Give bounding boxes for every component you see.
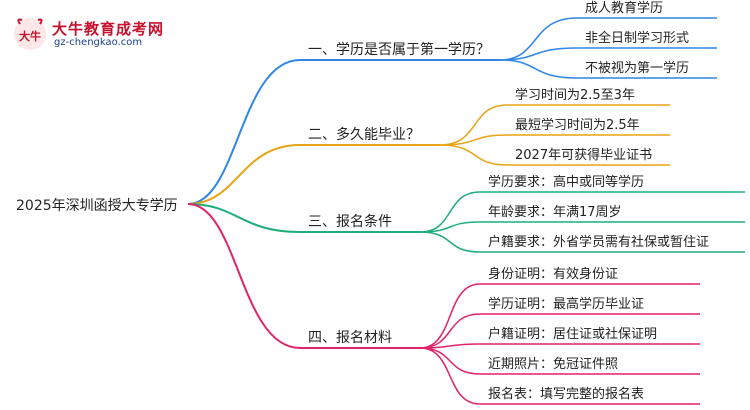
branch-3-child-1-connector (419, 191, 481, 233)
mind-map-nodes: 2025年深圳函授大专学历 一、学历是否属于第一学历？ 成人教育学历非全日制学习形式… (16, 0, 709, 402)
branch-3-child-1-label: 学历要求：高中或同等学历 (488, 174, 644, 190)
branch-4-child-1-label: 身份证明：有效身份证 (488, 266, 618, 282)
branch-1-child-1-connector (499, 17, 578, 61)
branch-2-child-1-label: 学习时间为2.5至3年 (515, 87, 635, 103)
brand-logo: 大牛 大牛教育成考网 gz-chengkao.com (12, 14, 192, 54)
logo-mark-text: 大牛 (19, 29, 41, 43)
mind-map-edges (187, 17, 745, 405)
branch-4-child-1-connector (419, 283, 481, 349)
branch-1-child-3-label: 不被视为第一学历 (585, 60, 689, 76)
branch-1-child-2-connector (499, 47, 578, 61)
branch-3-child-3-connector (419, 231, 481, 253)
branch-1-child-2-label: 非全日制学习形式 (585, 30, 689, 46)
branch-2-child-2-label: 最短学习时间为2.5年 (515, 117, 640, 133)
logo-url: gz-chengkao.com (54, 37, 143, 48)
branch-3-child-2-connector (419, 221, 481, 233)
branch-1-child-3-connector (499, 59, 578, 79)
branch-4-child-3-label: 户籍证明：居住证或社保证明 (488, 326, 657, 342)
branch-2-child-2-connector (439, 134, 508, 146)
bull-mascot-icon: 大牛 (14, 18, 46, 50)
branch-1-child-1-label: 成人教育学历 (585, 0, 663, 16)
branch-2-child-1-connector (439, 104, 508, 146)
branch-2-child-3-connector (439, 144, 508, 166)
branch-1-label: 一、学历是否属于第一学历？ (308, 41, 490, 58)
branch-2-connector (187, 144, 301, 205)
logo-title: 大牛教育成考网 (52, 20, 165, 38)
branch-4-child-2-label: 学历证明：最高学历毕业证 (488, 296, 644, 312)
branch-1-connector (187, 59, 301, 205)
branch-3-child-2-label: 年龄要求：年满17周岁 (488, 205, 622, 220)
branch-4-label: 四、报名材料 (308, 330, 392, 346)
branch-4-child-4-label: 近期照片：免冠证件照 (488, 357, 618, 372)
branch-2-label: 二、多久能毕业？ (308, 126, 420, 143)
branch-4-child-5-connector (419, 347, 481, 405)
branch-2-child-3-label: 2027年可获得毕业证书 (515, 147, 652, 163)
root-node-label: 2025年深圳函授大专学历 (16, 198, 178, 214)
branch-3-label: 三、报名条件 (308, 213, 392, 230)
branch-3-child-3-label: 户籍要求：外省学员需有社保或暂住证 (488, 234, 709, 250)
branch-4-connector (187, 203, 301, 349)
branch-4-child-4-connector (419, 347, 481, 375)
branch-3-connector (187, 203, 301, 233)
branch-4-child-2-connector (419, 313, 481, 349)
branch-4-child-5-label: 报名表：填写完整的报名表 (488, 386, 644, 402)
